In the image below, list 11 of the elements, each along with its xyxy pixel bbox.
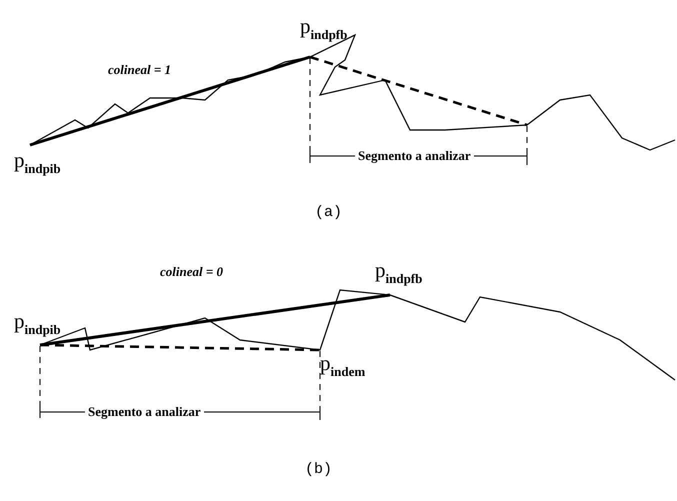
point-label: p$_{indpib}$ xyxy=(14,150,61,175)
annotation: colineal = 1 xyxy=(108,63,172,76)
panel-label: (a) xyxy=(315,205,342,220)
point-label: p$_{indpfb}$ xyxy=(375,260,422,285)
point-label: p$_{indpib}$ xyxy=(14,311,61,336)
point-label: p$_{indem}$ xyxy=(320,353,366,378)
dimension-label: Segmento a analizar xyxy=(85,405,204,418)
point-label: p$_{indpfb}$ xyxy=(300,16,348,41)
annotation: colineal = 0 xyxy=(160,265,224,278)
dimension-label: Segmento a analizar xyxy=(355,149,474,162)
panel-label: (b) xyxy=(305,462,332,477)
